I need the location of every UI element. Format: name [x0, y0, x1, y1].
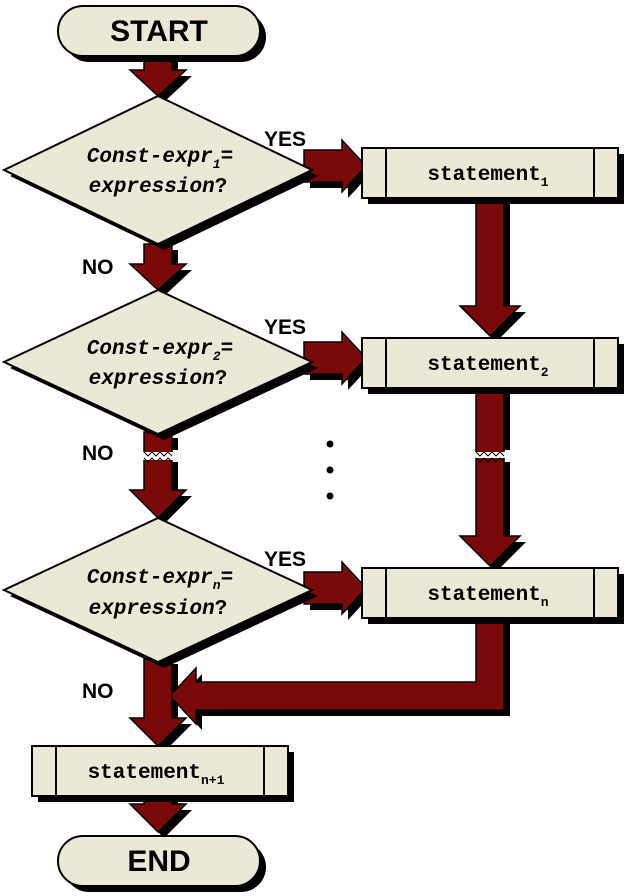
- statement-n-plus-1: statementn+1: [31, 745, 294, 802]
- statement-1: statement1: [361, 147, 624, 204]
- statement-n: statementn: [361, 567, 624, 624]
- condition-n-expr: Const-expr: [87, 567, 213, 590]
- statement-2-subscript: 2: [541, 365, 549, 380]
- condition-2: Const-expr2= expression?: [1, 288, 318, 440]
- arrow-cond2-yes: [303, 330, 368, 386]
- no-label-n: NO: [82, 680, 114, 703]
- svg-text:expression?: expression?: [89, 598, 228, 621]
- arrow-cond1-yes: [303, 138, 368, 194]
- svg-text:statementn: statementn: [427, 584, 548, 610]
- condition-1-eq: =: [221, 146, 234, 169]
- condition-1-subscript: 1: [213, 157, 221, 172]
- statement-n-subscript: n: [541, 595, 549, 610]
- arrow-stmtn-to-merge: [168, 613, 505, 726]
- condition-2-line2: expression: [89, 368, 215, 391]
- statement-n-base: statement: [427, 584, 540, 607]
- statement-n-plus-1-base: statement: [88, 762, 201, 785]
- arrow-condn-yes: [303, 560, 368, 616]
- end-terminal: END: [57, 835, 266, 892]
- arrow-break-to-stmtn: [458, 455, 522, 568]
- svg-text:Const-exprn=: Const-exprn=: [87, 567, 233, 593]
- condition-1-qmark: ?: [215, 176, 228, 199]
- condition-1-expr: Const-expr: [87, 146, 213, 169]
- svg-text:Const-expr1=: Const-expr1=: [87, 146, 233, 172]
- condition-2-qmark: ?: [215, 368, 228, 391]
- yes-label-1: YES: [264, 128, 306, 151]
- condition-1-line2: expression: [89, 176, 215, 199]
- statement-1-base: statement: [427, 164, 540, 187]
- start-terminal: START: [57, 5, 266, 62]
- break-marks: [138, 451, 514, 463]
- arrow-condn-no: [128, 657, 188, 748]
- statement-2: statement2: [361, 337, 624, 394]
- statement-1-subscript: 1: [541, 175, 549, 190]
- svg-text:expression?: expression?: [89, 176, 228, 199]
- condition-2-subscript: 2: [213, 349, 221, 364]
- condition-n-subscript: n: [213, 578, 221, 593]
- yes-label-2: YES: [264, 316, 306, 339]
- condition-1: Const-expr1= expression?: [1, 94, 318, 250]
- no-label-1: NO: [82, 256, 114, 279]
- ellipsis-dots: [326, 440, 334, 500]
- svg-text:statement2: statement2: [427, 354, 548, 380]
- svg-text:Const-expr2=: Const-expr2=: [87, 338, 233, 364]
- start-label: START: [110, 15, 208, 48]
- arrow-stmt2-down-broken: [475, 383, 505, 457]
- condition-2-expr: Const-expr: [87, 338, 213, 361]
- end-label: END: [127, 845, 190, 878]
- condition-2-eq: =: [221, 338, 234, 361]
- condition-n-qmark: ?: [215, 598, 228, 621]
- arrow-stmt1-to-stmt2: [458, 191, 522, 338]
- condition-n-line2: expression: [89, 598, 215, 621]
- svg-text:statement1: statement1: [427, 164, 548, 190]
- no-label-2: NO: [82, 442, 114, 465]
- statement-2-base: statement: [427, 354, 540, 377]
- condition-n: Const-exprn= expression?: [1, 516, 318, 668]
- yes-label-n: YES: [264, 548, 306, 571]
- statement-n-plus-1-subscript: n+1: [201, 773, 225, 788]
- condition-n-eq: =: [221, 567, 234, 590]
- svg-text:statementn+1: statementn+1: [88, 762, 225, 788]
- svg-text:expression?: expression?: [89, 368, 228, 391]
- arrow-cond1-no: [128, 243, 188, 292]
